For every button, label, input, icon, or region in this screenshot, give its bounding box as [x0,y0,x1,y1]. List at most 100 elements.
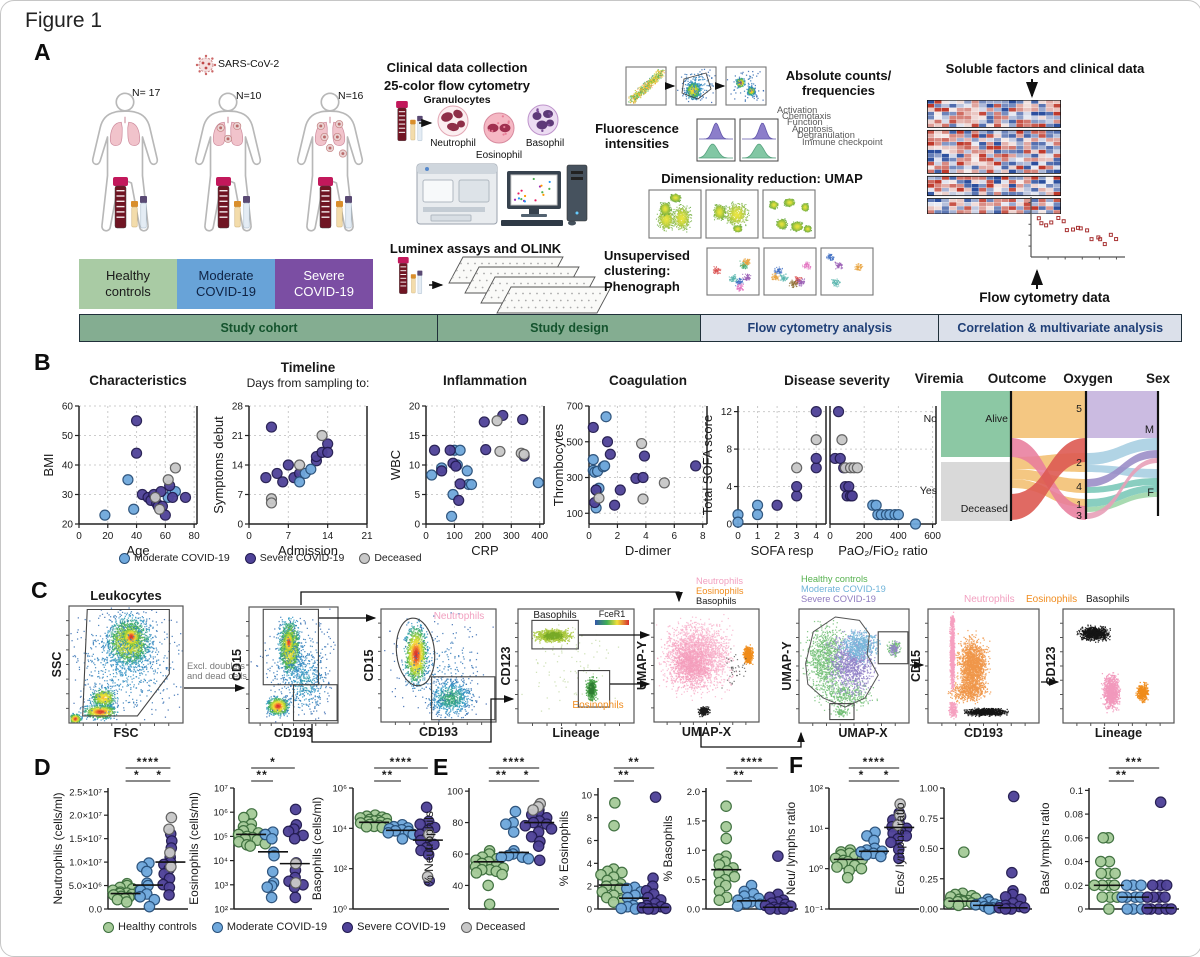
legend-item-deceased: Deceased [359,552,422,564]
svg-text:% Eosinophils: % Eosinophils [557,811,571,886]
absolute-counts-title: Absolute counts/ frequencies [785,68,892,99]
svg-text:***: *** [1125,755,1142,769]
cohort-n-healthy: N= 17 [132,87,161,99]
panel-label-f: F [789,752,804,778]
svg-text:Eosinophils (cells/ml): Eosinophils (cells/ml) [187,792,201,905]
svg-text:10²: 10² [333,864,347,875]
svg-text:10²: 10² [214,905,228,916]
blood-tube-icon [216,177,250,229]
person-silhouette-icon [91,92,159,232]
panel-label-e: E [433,754,449,780]
svg-text:0.02: 0.02 [1065,881,1084,892]
group-box-moderate: Moderate COVID-19 [177,259,275,309]
svg-text:Lineage: Lineage [1095,726,1142,740]
group-box-severe: Severe COVID-19 [275,259,373,309]
umap-thumbnail-3 [763,190,815,238]
flow-cytometry-data-label: Flow cytometry data [979,290,1110,305]
basophil-cell-label: Basophil [525,138,565,149]
svg-text:CD193: CD193 [964,726,1003,740]
svg-text:WBC: WBC [388,450,403,480]
svg-text:1.0×10⁷: 1.0×10⁷ [69,858,102,869]
svg-text:28: 28 [232,402,244,413]
mini-gate-plot-1 [626,67,666,105]
panel-label-d: D [34,754,51,780]
svg-text:300: 300 [566,473,583,484]
svg-text:Healthy controls: Healthy controls [801,574,868,584]
svg-text:14: 14 [322,531,334,542]
flow-density-c8 [1063,609,1174,723]
svg-text:10⁶: 10⁶ [214,808,229,819]
svg-text:CD15: CD15 [909,650,923,682]
svg-text:CD15: CD15 [362,649,376,681]
assay-plate-icon [464,266,580,294]
svg-text:20: 20 [62,520,74,531]
svg-text:15: 15 [409,431,421,442]
svg-text:Oxygen: Oxygen [1063,371,1113,386]
svg-text:UMAP-X: UMAP-X [838,726,888,740]
svg-text:**: ** [382,768,393,782]
svg-text:0.1: 0.1 [1070,786,1083,797]
moderate-swatch-icon [211,921,223,933]
svg-text:M: M [1145,424,1154,436]
svg-text:1.5: 1.5 [687,816,700,827]
workflow-study-design: Study design [437,314,702,342]
svg-text:CD193: CD193 [274,726,313,740]
svg-text:0.06: 0.06 [1065,833,1084,844]
legend-item-severe: Severe COVID-19 [244,552,345,564]
svg-text:4: 4 [813,531,819,542]
flow-density-c5 [654,609,759,722]
svg-text:0: 0 [586,531,592,542]
phenograph-thumbnail-1 [707,248,759,295]
svg-text:10²: 10² [809,784,823,795]
svg-text:0.00: 0.00 [920,905,939,916]
flow-density-c6 [799,609,909,723]
sars-cov-2-icon [195,54,217,76]
svg-text:Lineage: Lineage [552,726,599,740]
assay-plate-icon [448,256,564,284]
svg-text:**: ** [1116,768,1127,782]
svg-text:Days from sampling to:: Days from sampling to: [247,376,370,390]
svg-text:12: 12 [721,407,733,418]
legend-label: Moderate COVID-19 [226,921,328,933]
workflow-bar: Study cohort Study design Flow cytometry… [79,314,1183,342]
svg-text:CD193: CD193 [419,725,458,739]
svg-text:Moderate COVID-19: Moderate COVID-19 [801,584,886,594]
granulocytes-label: Granulocytes [423,94,491,106]
umap-thumbnail-1 [649,190,701,238]
svg-text:UMAP-Y: UMAP-Y [635,640,649,690]
svg-text:Eosinophils: Eosinophils [1026,594,1077,605]
flow-density-c3 [381,609,496,722]
svg-text:4: 4 [726,482,732,493]
svg-text:Viremia: Viremia [915,371,964,386]
svg-text:Basophils: Basophils [696,596,737,606]
svg-text:Yes: Yes [920,485,937,497]
svg-text:10⁰: 10⁰ [333,905,348,916]
svg-text:Leukocytes: Leukocytes [90,588,162,603]
panel-label-a: A [34,39,51,65]
svg-text:CD123: CD123 [499,647,513,686]
svg-text:**: ** [628,755,639,769]
svg-text:10⁷: 10⁷ [214,784,229,795]
legend-item-deceased: Deceased [460,921,525,933]
svg-text:300: 300 [503,531,520,542]
svg-text:Eosinophils: Eosinophils [696,586,744,596]
svg-text:UMAP-X: UMAP-X [682,725,732,739]
svg-text:4: 4 [1076,481,1082,493]
workflow-study-cohort: Study cohort [79,314,439,342]
svg-text:Alive: Alive [985,413,1008,425]
svg-text:*: * [884,768,890,782]
legend-label: Severe COVID-19 [259,552,345,564]
svg-text:*: * [156,768,162,782]
svg-text:6: 6 [672,531,678,542]
svg-text:700: 700 [566,402,583,413]
svg-text:2.0×10⁷: 2.0×10⁷ [69,811,102,822]
svg-text:Neutrophils (cells/ml): Neutrophils (cells/ml) [51,792,65,904]
flow-cytometry-title: 25-color flow cytometry [384,78,530,93]
